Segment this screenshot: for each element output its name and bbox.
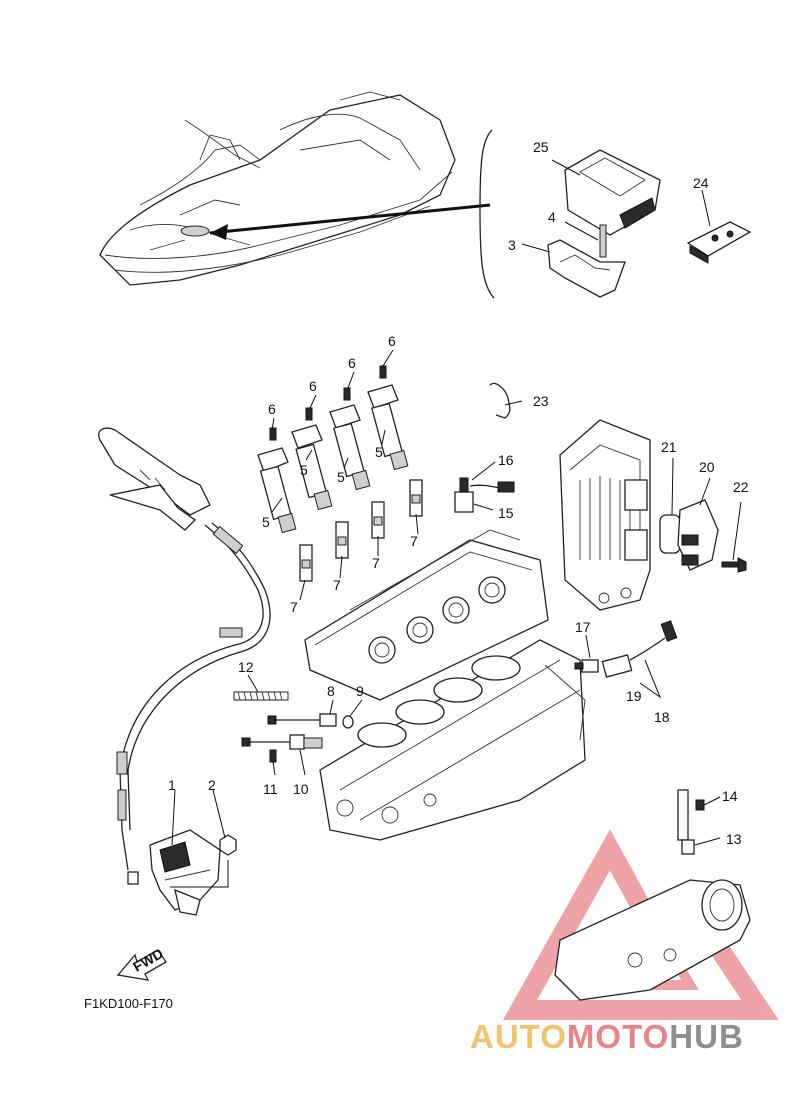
part-9-oring xyxy=(342,715,354,729)
callout-c13: 13 xyxy=(726,831,742,847)
callout-c21: 21 xyxy=(661,439,677,455)
watermark-part3: HUB xyxy=(669,1018,744,1055)
callout-c7a: 7 xyxy=(290,599,298,615)
part-24-remote xyxy=(686,221,752,264)
part-20-connector xyxy=(677,499,719,571)
callout-c24: 24 xyxy=(693,175,709,191)
callout-c10: 10 xyxy=(293,781,309,797)
part-19-sensor xyxy=(601,620,678,678)
part-11-bolt xyxy=(269,749,277,763)
callout-c7b: 7 xyxy=(333,577,341,593)
part-22-bolt xyxy=(721,557,747,573)
ignition-coils xyxy=(257,384,409,534)
callout-c6d: 6 xyxy=(388,333,396,349)
part-17-sensor xyxy=(574,659,599,673)
callout-c5b: 5 xyxy=(300,462,308,478)
callout-c5a: 5 xyxy=(262,514,270,530)
watermark-text: AUTOMOTOHUB xyxy=(470,1018,744,1056)
callout-c6b: 6 xyxy=(309,378,317,394)
diagram-code: F1KD100-F170 xyxy=(84,996,173,1011)
callout-c6c: 6 xyxy=(348,355,356,371)
callout-c9: 9 xyxy=(356,683,364,699)
leader-lines xyxy=(170,159,742,888)
callout-c7c: 7 xyxy=(372,555,380,571)
part-1-sensor-bracket xyxy=(149,829,221,916)
callout-c17: 17 xyxy=(575,619,591,635)
exhaust-manifold xyxy=(554,879,751,1001)
callout-c5c: 5 xyxy=(337,469,345,485)
watermark-part1: AUTO xyxy=(470,1018,567,1055)
callout-c2: 2 xyxy=(208,777,216,793)
part-10-sensor xyxy=(241,734,323,750)
callout-c1: 1 xyxy=(168,777,176,793)
part-3-holder xyxy=(547,224,626,298)
callout-c11: 11 xyxy=(263,781,278,797)
part-2-nut xyxy=(219,834,237,856)
callout-c23: 23 xyxy=(533,393,549,409)
callout-c19: 19 xyxy=(626,688,642,704)
callout-c3: 3 xyxy=(508,237,516,253)
part-23-clip xyxy=(489,382,511,419)
part-8-sensor xyxy=(267,713,337,727)
callout-c6a: 6 xyxy=(268,401,276,417)
callout-c4: 4 xyxy=(548,209,556,225)
callout-c20: 20 xyxy=(699,459,715,475)
coil-bolts xyxy=(269,365,387,441)
part-21-gasket xyxy=(659,514,681,554)
detail-bracket xyxy=(479,129,495,299)
callout-c12: 12 xyxy=(238,659,254,675)
callout-c15: 15 xyxy=(498,505,514,521)
callout-c8: 8 xyxy=(327,683,335,699)
callout-c14: 14 xyxy=(722,788,738,804)
callout-c18: 18 xyxy=(654,709,670,725)
callout-c25: 25 xyxy=(533,139,549,155)
spark-plugs xyxy=(299,479,423,582)
watercraft-drawing xyxy=(99,91,456,286)
callout-c16: 16 xyxy=(498,452,514,468)
callout-c7d: 7 xyxy=(410,533,418,549)
part-25-cover xyxy=(564,149,661,236)
engine-block xyxy=(304,529,586,841)
part-13-14-sensor xyxy=(677,789,705,855)
throttle-cable-assembly xyxy=(98,427,271,885)
fwd-arrow: FWD xyxy=(116,945,167,981)
watermark-part2: MOTO xyxy=(566,1018,670,1055)
control-unit xyxy=(559,419,651,611)
callout-c22: 22 xyxy=(733,479,749,495)
callout-c5d: 5 xyxy=(375,444,383,460)
part-12-spring xyxy=(233,691,289,701)
part-15-16-sensor xyxy=(454,477,515,513)
detail-pointer-arrow xyxy=(209,203,491,240)
